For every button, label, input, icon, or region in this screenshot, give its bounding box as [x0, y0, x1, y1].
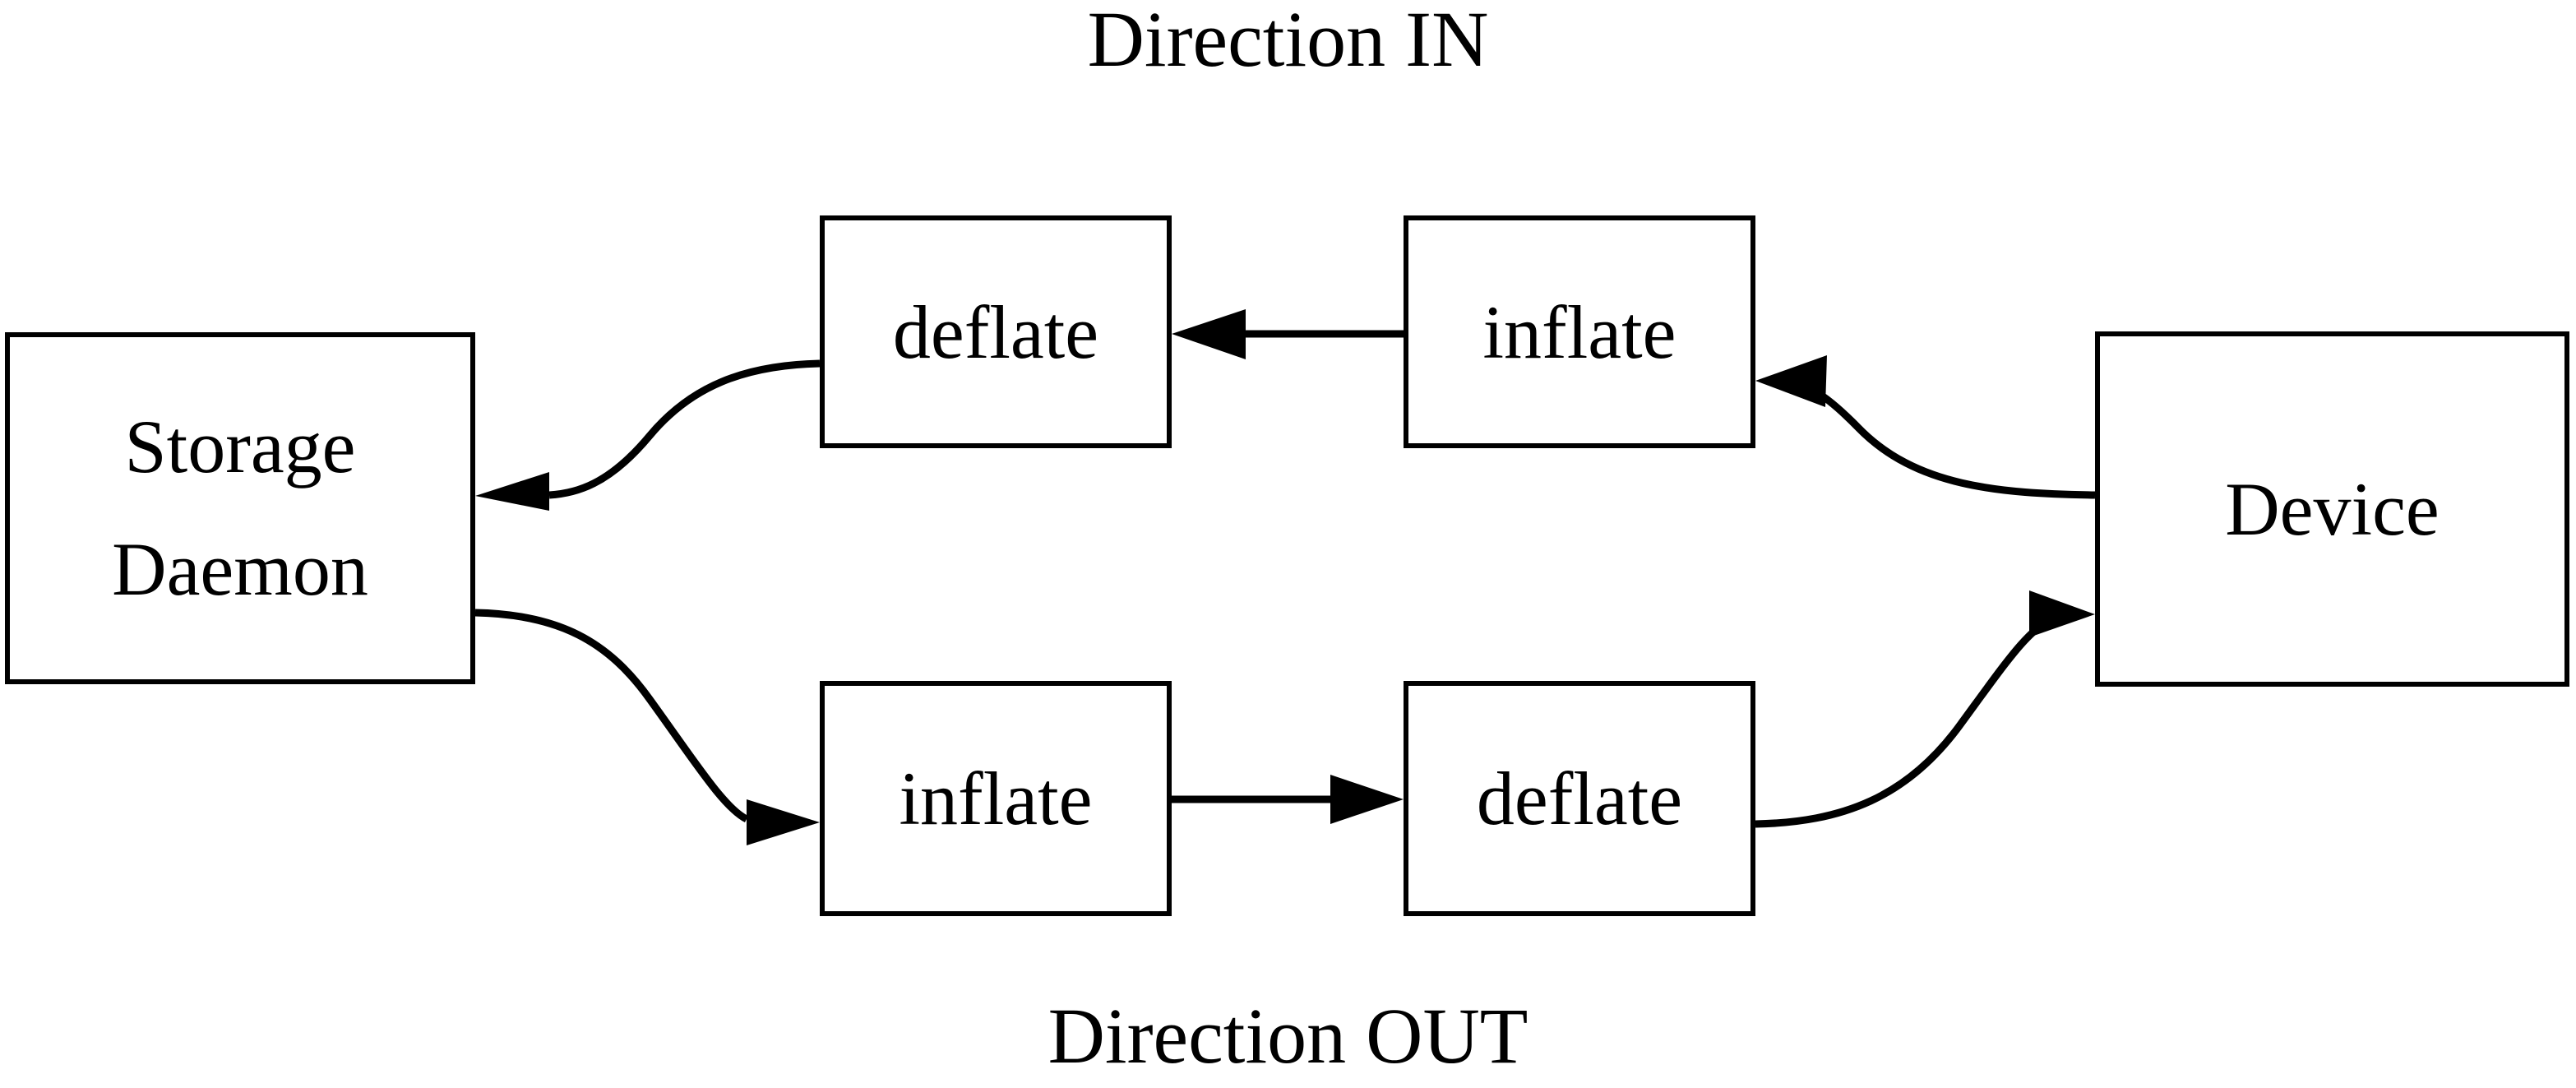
node-inflate-out-label: inflate — [899, 757, 1093, 840]
node-inflate-in-label: inflate — [1482, 289, 1676, 374]
node-deflate-in[interactable]: deflate — [820, 215, 1172, 448]
node-deflate-out-label: deflate — [1476, 757, 1683, 840]
node-storage-daemon[interactable]: Storage Daemon — [5, 332, 475, 684]
node-deflate-out[interactable]: deflate — [1404, 681, 1755, 916]
caption-direction-in: Direction IN — [1087, 0, 1489, 83]
node-inflate-in[interactable]: inflate — [1404, 215, 1755, 448]
node-inflate-out[interactable]: inflate — [820, 681, 1172, 916]
caption-direction-out: Direction OUT — [1048, 992, 1528, 1080]
edge-deflate-in-to-storage — [475, 359, 821, 511]
edge-deflate-out-to-device — [1755, 590, 2095, 828]
edge-inflate-in-to-deflate-in — [1172, 309, 1404, 359]
node-device-label: Device — [2225, 467, 2440, 551]
node-storage-daemon-label-line1: Storage — [124, 404, 356, 488]
edge-inflate-out-to-deflate-out — [1172, 775, 1404, 824]
edge-device-to-inflate-in — [1755, 355, 2096, 499]
edge-storage-to-inflate-out — [474, 609, 820, 845]
node-device[interactable]: Device — [2095, 331, 2569, 687]
node-storage-daemon-label-line2: Daemon — [112, 527, 368, 611]
node-deflate-in-label: deflate — [892, 289, 1099, 374]
